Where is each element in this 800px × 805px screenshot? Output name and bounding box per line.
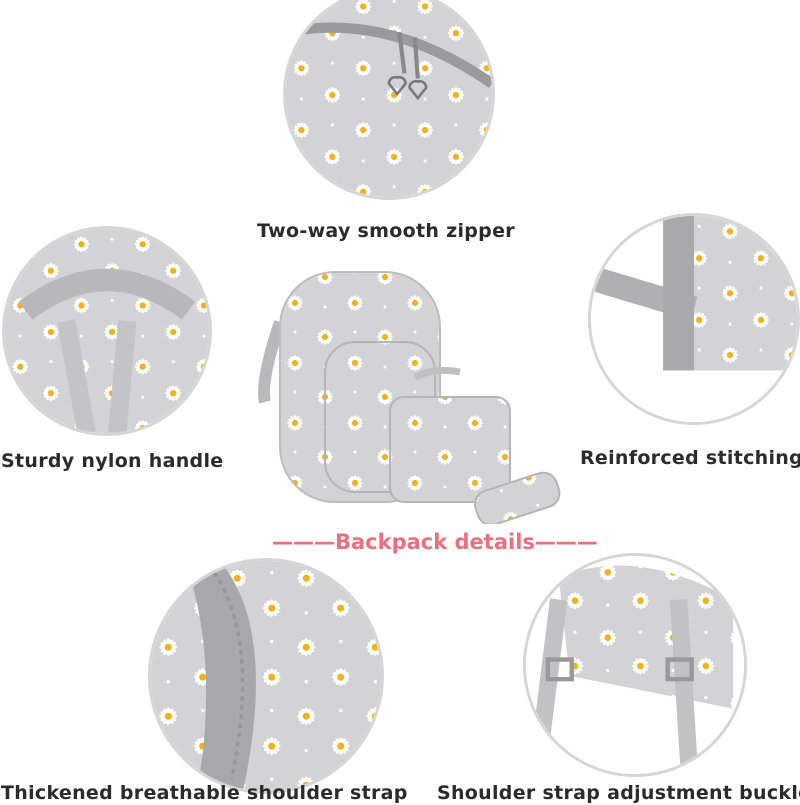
shoulder-strap-detail-image — [148, 558, 384, 794]
handle-detail-image — [2, 226, 212, 436]
buckle-detail-image — [523, 553, 747, 777]
shoulder-strap-label: Thickened breathable shoulder strap — [1, 782, 408, 804]
stitching-detail-image — [588, 213, 800, 425]
handle-label: Sturdy nylon handle — [1, 450, 224, 472]
zipper-detail-image — [283, 0, 495, 200]
backpack-set-photo — [250, 262, 570, 526]
section-title: ———Backpack details——— — [272, 530, 598, 554]
stitching-label: Reinforced stitching — [580, 447, 800, 469]
buckle-label: Shoulder strap adjustment buckle — [437, 782, 800, 804]
zipper-label: Two-way smooth zipper — [257, 220, 515, 242]
